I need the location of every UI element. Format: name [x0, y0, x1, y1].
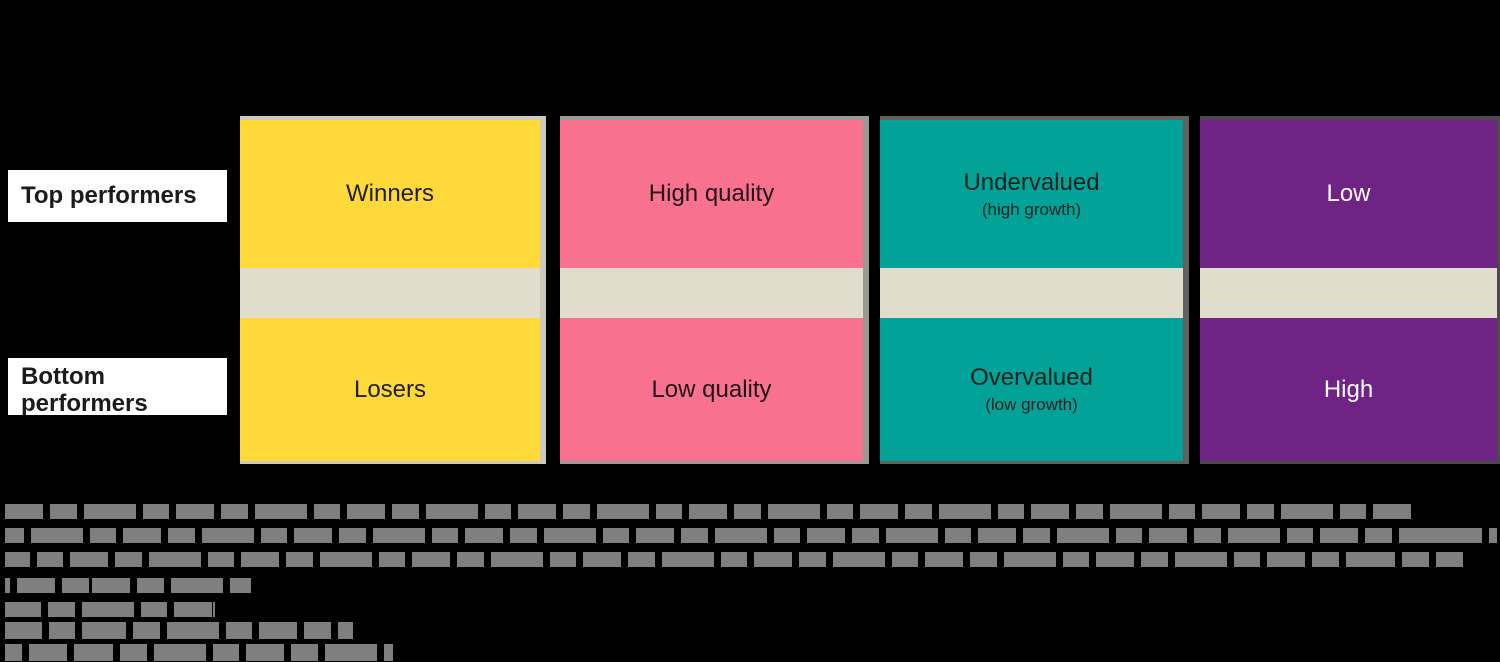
cell-winners-label: Winners: [345, 180, 435, 207]
column-winners-losers: Winners Losers: [240, 116, 546, 464]
cell-overvalued-sublabel: (low growth): [985, 395, 1078, 414]
cell-low-quality: Low quality: [560, 318, 863, 461]
column-low-high: Low High: [1200, 116, 1500, 464]
footnote-line: [5, 622, 353, 639]
column-valuation: Undervalued (high growth) Overvalued (lo…: [880, 116, 1189, 464]
cell-overvalued-label: Overvalued: [970, 364, 1093, 391]
cell-high-label: High: [1323, 375, 1374, 403]
cell-overvalued: Overvalued (low growth): [880, 318, 1183, 461]
cell-low-quality-label: Low quality: [651, 375, 772, 403]
cell-undervalued: Undervalued (high growth): [880, 120, 1183, 268]
cell-losers: Losers: [240, 318, 540, 461]
row-label-bottom-performers: Bottom performers: [8, 358, 227, 415]
cell-undervalued-label: Undervalued: [963, 168, 1100, 196]
row-label-top-performers-text: Top performers: [21, 182, 197, 209]
footnote-line: [5, 552, 1463, 567]
cell-high: High: [1200, 318, 1497, 461]
cell-low-label: Low: [1326, 180, 1371, 207]
middle-band: [880, 268, 1183, 318]
footnote-line: [5, 504, 1415, 519]
footnote-line: [5, 644, 393, 661]
column-quality: High quality Low quality: [560, 116, 869, 464]
cell-undervalued-sublabel: (high growth): [981, 199, 1082, 219]
middle-band: [560, 268, 863, 318]
cell-winners: Winners: [240, 120, 540, 268]
cell-high-quality-label: High quality: [648, 180, 775, 207]
cell-losers-label: Losers: [353, 375, 427, 403]
middle-band: [1200, 268, 1497, 318]
row-label-top-performers: Top performers: [8, 170, 227, 222]
footnote-line: [5, 578, 251, 593]
middle-band: [240, 268, 540, 318]
row-label-bottom-performers-text: Bottom performers: [21, 363, 148, 415]
cell-high-quality: High quality: [560, 120, 863, 268]
footnote-line: [5, 602, 215, 617]
footnote-line: [5, 528, 1497, 543]
cell-low: Low: [1200, 120, 1497, 268]
